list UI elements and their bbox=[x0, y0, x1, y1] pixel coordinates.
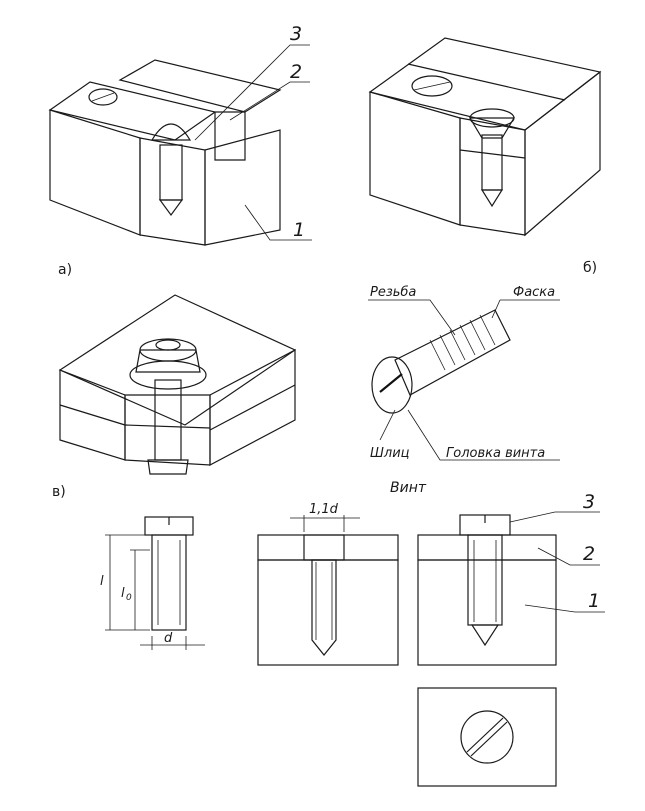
label-head: Головка винта bbox=[446, 446, 545, 461]
screw-b-tip bbox=[480, 189, 504, 208]
block-b-front bbox=[369, 91, 461, 226]
section-label-a: а) bbox=[58, 262, 72, 278]
label-slot: Шлиц bbox=[370, 446, 410, 461]
block-b-side bbox=[524, 70, 601, 237]
screw-a-tip bbox=[158, 199, 184, 217]
dim-bore: 1,1d bbox=[309, 502, 339, 517]
assembly-section: Винт 3 2 1 bbox=[390, 480, 605, 666]
block-v-section bbox=[124, 394, 211, 466]
screw-b-cs-head bbox=[469, 108, 515, 128]
callout-draw-3: 3 bbox=[583, 491, 595, 513]
callout-draw-2: 2 bbox=[583, 543, 595, 565]
screw-parts-head bbox=[371, 356, 413, 414]
drawing-title: Винт bbox=[390, 480, 427, 496]
screw-a-head bbox=[150, 123, 192, 141]
screw-b-shank bbox=[481, 134, 503, 191]
section-label-b: б) bbox=[583, 260, 597, 276]
asm-screw-shank bbox=[467, 534, 503, 626]
screw-parts-shank bbox=[394, 309, 511, 396]
figure-v: в) bbox=[52, 294, 297, 500]
section-label-v: в) bbox=[52, 484, 66, 500]
block-a-section bbox=[139, 137, 206, 246]
drawing-screw-shank bbox=[151, 534, 187, 631]
block-a-side bbox=[204, 129, 281, 246]
block-a-top bbox=[48, 81, 217, 141]
top-view-slot-2 bbox=[470, 721, 508, 757]
top-view-plate bbox=[417, 687, 557, 787]
hole-section: 1,1d bbox=[257, 502, 399, 666]
plate-a-top bbox=[118, 59, 282, 113]
screw-parts-slot bbox=[379, 373, 403, 393]
dim-l0: l bbox=[121, 586, 125, 601]
callout-draw-1: 1 bbox=[588, 590, 600, 612]
bolt-v-washer bbox=[129, 360, 207, 390]
screw-b-head bbox=[468, 117, 516, 139]
label-chamfer: Фаска bbox=[513, 285, 555, 300]
top-view-slot-1 bbox=[466, 717, 504, 753]
asm-base bbox=[417, 559, 557, 666]
screw-a-shank bbox=[159, 144, 183, 201]
callout-a-1: 1 bbox=[293, 219, 305, 241]
label-thread: Резьба bbox=[370, 285, 416, 300]
bolt-v-nut-top bbox=[139, 338, 197, 362]
top-view bbox=[417, 687, 557, 787]
screw-a-top-head bbox=[88, 88, 118, 106]
hole-tapped bbox=[311, 559, 337, 656]
bolt-v-shank bbox=[154, 379, 182, 461]
plate-a-step bbox=[214, 111, 246, 161]
hole-plate bbox=[257, 534, 399, 561]
figure-b: б) bbox=[368, 37, 602, 276]
bolt-v-head bbox=[147, 459, 189, 475]
asm-hole-tip bbox=[470, 624, 500, 647]
dim-l0-sub: 0 bbox=[126, 593, 132, 603]
figure-a: 3 2 1 а) bbox=[48, 23, 312, 278]
bolt-v-end bbox=[155, 339, 181, 351]
screw-b-top-head bbox=[411, 75, 453, 97]
callout-a-2: 2 bbox=[290, 61, 302, 83]
bolt-v-nut bbox=[135, 349, 201, 373]
screw-drawing: l l 0 d bbox=[100, 516, 205, 650]
dim-l: l bbox=[100, 574, 104, 589]
callout-a-3: 3 bbox=[290, 23, 302, 45]
dim-d: d bbox=[164, 631, 173, 646]
hole-plate-bore bbox=[303, 534, 345, 561]
screw-parts-figure: Резьба Фаска Шлиц Головка винта bbox=[368, 285, 560, 461]
block-b-top bbox=[368, 37, 602, 131]
asm-plate bbox=[417, 534, 557, 561]
top-view-head-circle bbox=[460, 710, 514, 764]
